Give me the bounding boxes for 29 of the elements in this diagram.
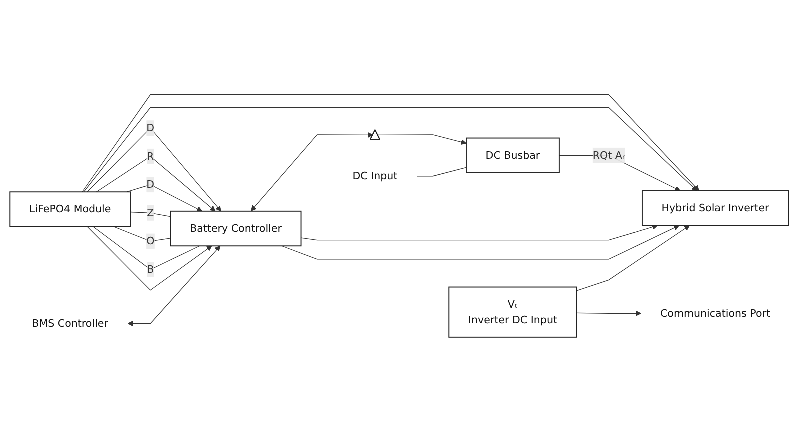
- arrow: [576, 225, 690, 292]
- edge-label: D: [146, 178, 155, 191]
- arrow: [378, 134, 467, 146]
- node-text: Communications Port: [660, 307, 771, 320]
- arrow: [96, 156, 216, 212]
- edge-label: RQt Aᵣ: [592, 149, 626, 162]
- arrow: [250, 132, 374, 212]
- edge-label: B: [147, 263, 154, 276]
- edge-label: Z: [147, 206, 154, 219]
- node-text: DC Input: [352, 170, 398, 182]
- arrow: [128, 246, 221, 327]
- edge-label: O: [146, 235, 155, 248]
- connector: [114, 226, 172, 242]
- arrow: [576, 310, 642, 316]
- arrow: [282, 225, 680, 260]
- node-text: BMS Controller: [32, 317, 108, 330]
- arrow: [300, 224, 658, 241]
- edge-label: R: [147, 150, 154, 162]
- node-box: Hybrid Solar Inverter: [642, 190, 790, 226]
- connector: [130, 212, 172, 218]
- node-box: Battery Controller: [170, 210, 302, 247]
- connector: [416, 167, 467, 177]
- edge-label: D: [146, 122, 155, 134]
- arrow: [126, 184, 202, 212]
- arrow: [87, 226, 212, 291]
- node-box: DC Busbar: [466, 138, 560, 174]
- node-box: Vₜ Inverter DC Input: [448, 286, 578, 338]
- connector: [93, 226, 200, 270]
- node-box: LiFePO4 Module: [10, 192, 131, 228]
